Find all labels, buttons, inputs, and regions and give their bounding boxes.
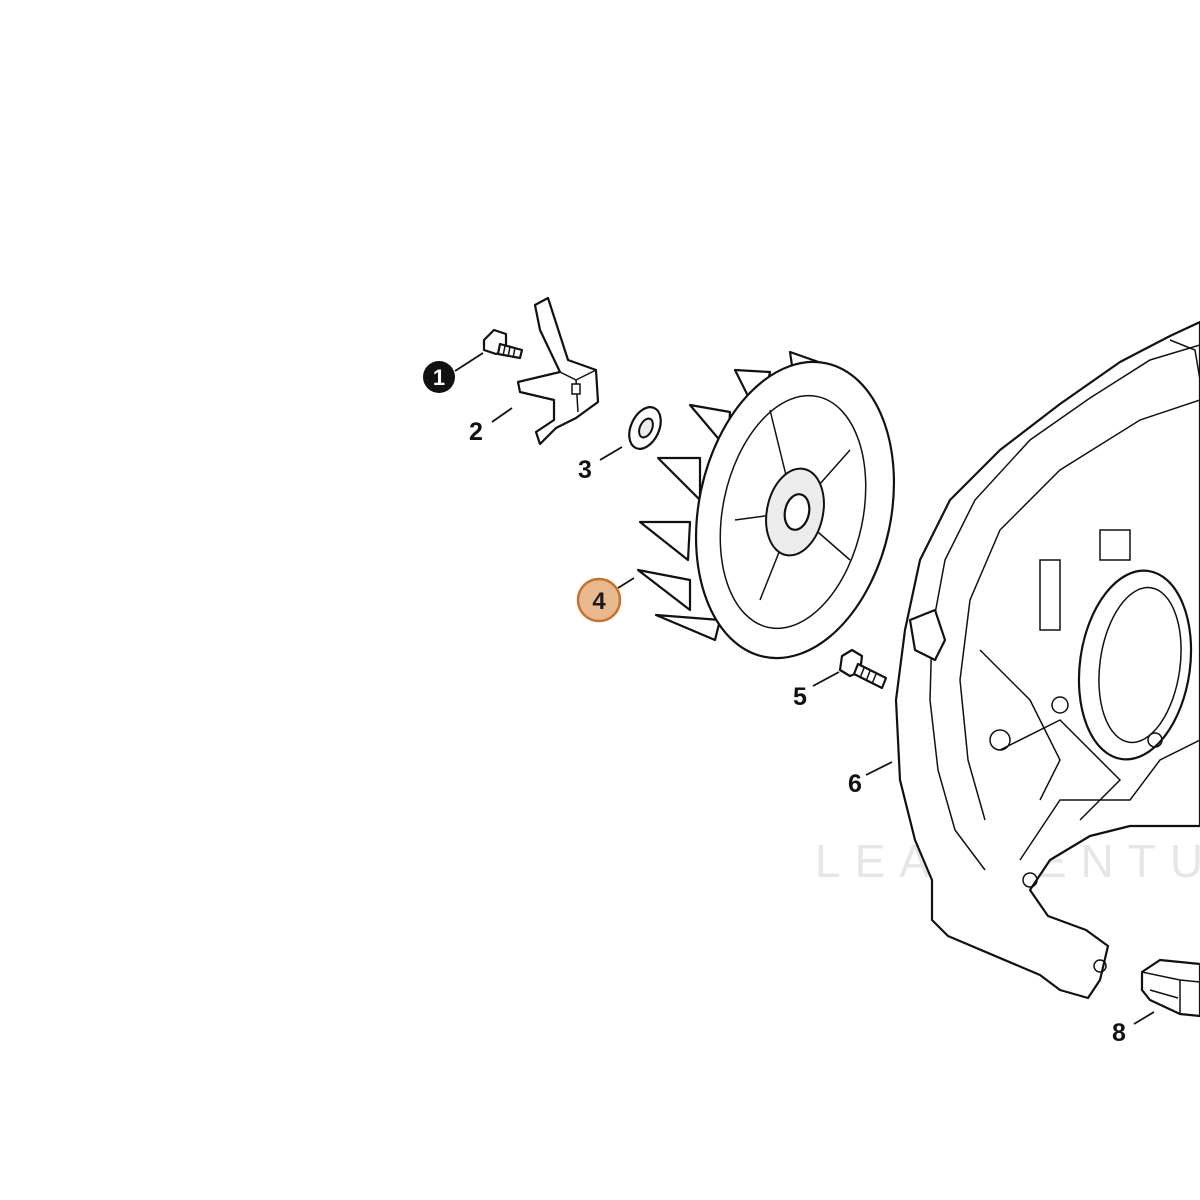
callout-8[interactable]: 8 — [1112, 1019, 1126, 1047]
part-2-bracket[interactable] — [516, 296, 600, 446]
callout-6-label: 6 — [848, 770, 862, 798]
callout-6[interactable]: 6 — [848, 770, 862, 798]
callout-5[interactable]: 5 — [793, 683, 807, 711]
callout-3[interactable]: 3 — [578, 456, 592, 484]
callout-1[interactable]: 1 — [423, 361, 455, 393]
callout-5-label: 5 — [793, 683, 807, 711]
callout-3-label: 3 — [578, 456, 592, 484]
callout-4-highlight — [576, 577, 622, 623]
callout-4-label: 4 — [592, 588, 606, 615]
leader-line-8 — [1133, 1011, 1155, 1025]
leader-line-2 — [491, 407, 513, 423]
callout-8-label: 8 — [1112, 1019, 1126, 1047]
part-4-fan-wheel[interactable] — [636, 343, 920, 676]
callout-2-label: 2 — [469, 418, 483, 446]
callout-4[interactable]: 4 — [576, 577, 622, 623]
leader-line-3 — [599, 446, 623, 461]
part-3-washer[interactable] — [623, 402, 667, 454]
callout-1-label: 1 — [433, 365, 445, 390]
leader-line-5 — [812, 671, 840, 687]
part-1-screw[interactable] — [482, 328, 524, 360]
part-5-bolt[interactable] — [838, 648, 888, 690]
part-6-housing[interactable] — [894, 320, 1200, 1000]
leader-line-4 — [617, 577, 635, 589]
leader-line-1 — [454, 352, 484, 372]
leader-line-6 — [865, 761, 893, 776]
callout-2[interactable]: 2 — [469, 418, 483, 446]
part-8-block[interactable] — [1140, 958, 1200, 1018]
